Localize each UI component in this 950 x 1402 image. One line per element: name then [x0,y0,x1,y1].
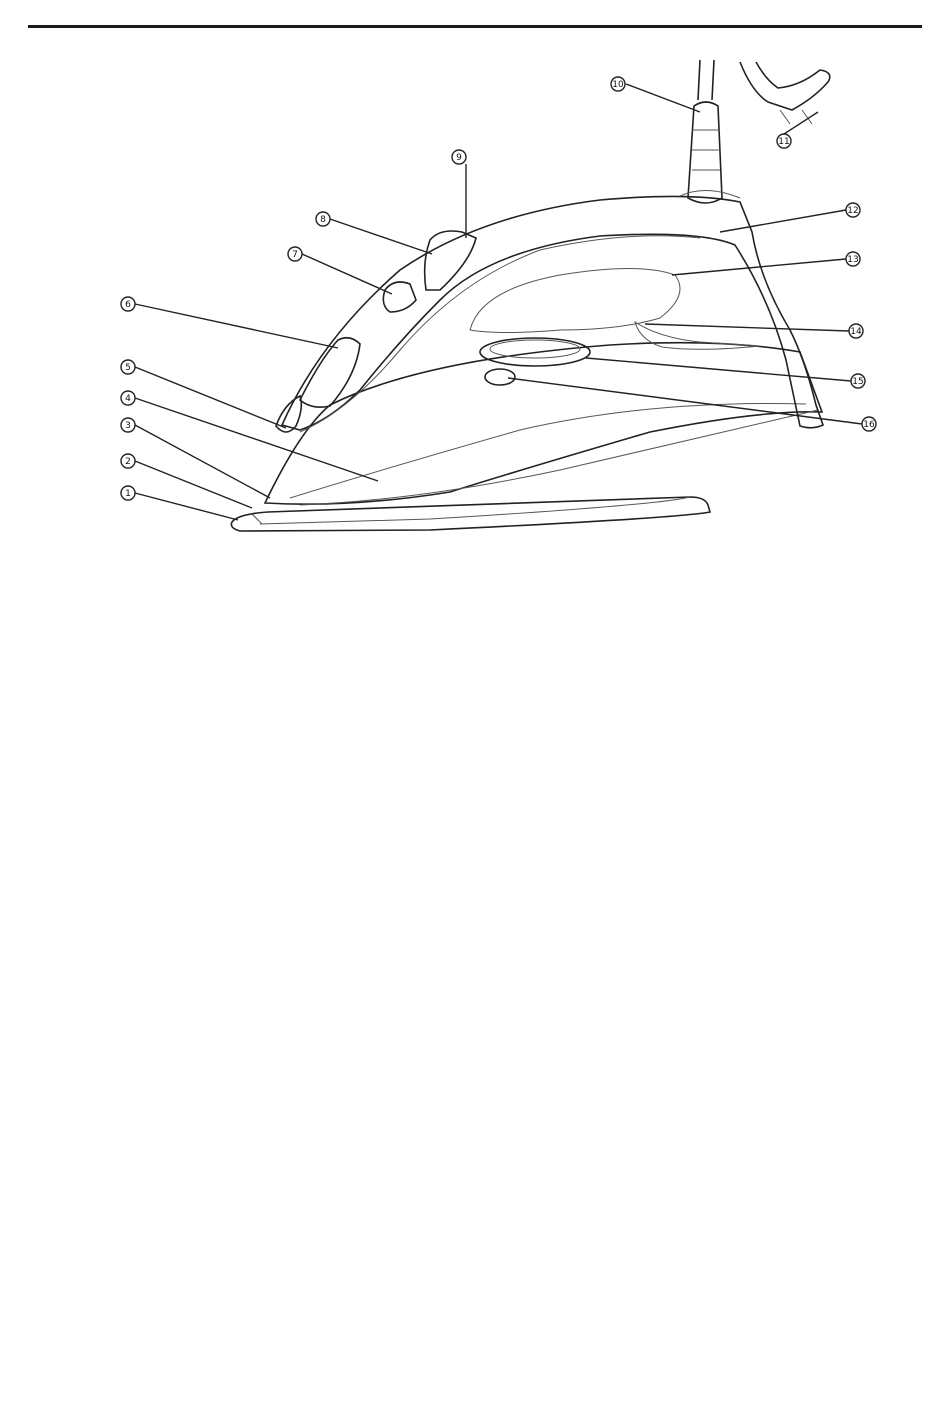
callout-9: 9 [452,150,466,164]
callout-8: 8 [316,212,330,226]
callout-3: 3 [121,418,135,432]
callout-label-12: 12 [847,206,858,216]
callout-16: 16 [862,417,876,431]
soleplate [231,497,710,531]
callout-label-5: 5 [125,363,131,373]
steam-iron-diagram: 1 2 3 4 5 6 7 8 9 10 11 12 13 14 15 16 [0,0,950,560]
callout-label-13: 13 [847,255,858,265]
steam-control-slider [300,338,360,407]
callout-label-14: 14 [850,327,862,337]
callout-label-11: 11 [778,137,789,147]
callout-14: 14 [849,324,863,338]
callout-label-3: 3 [125,421,131,431]
leader-lines [135,84,862,520]
callout-11: 11 [777,134,791,148]
callout-13: 13 [846,252,860,266]
callout-label-9: 9 [456,153,462,163]
callout-label-8: 8 [320,215,326,225]
callout-12: 12 [846,203,860,217]
spray-button [425,231,476,290]
callout-label-15: 15 [852,377,863,387]
iron-handle [282,196,823,430]
callout-15: 15 [851,374,865,388]
callout-5: 5 [121,360,135,374]
callout-1: 1 [121,486,135,500]
callout-label-1: 1 [125,489,131,499]
cord-guard [688,102,722,203]
callout-label-10: 10 [612,80,624,90]
callout-label-2: 2 [125,457,131,467]
callout-label-7: 7 [292,250,298,260]
callout-label-16: 16 [863,420,875,430]
cord-plug [740,62,830,110]
callout-6: 6 [121,297,135,311]
callout-10: 10 [611,77,625,91]
burst-button [383,282,416,312]
callout-7: 7 [288,247,302,261]
callout-2: 2 [121,454,135,468]
power-cord [698,60,714,100]
callout-label-6: 6 [125,300,131,310]
callout-label-4: 4 [125,394,131,404]
callout-4: 4 [121,391,135,405]
indicator-light [485,369,515,385]
